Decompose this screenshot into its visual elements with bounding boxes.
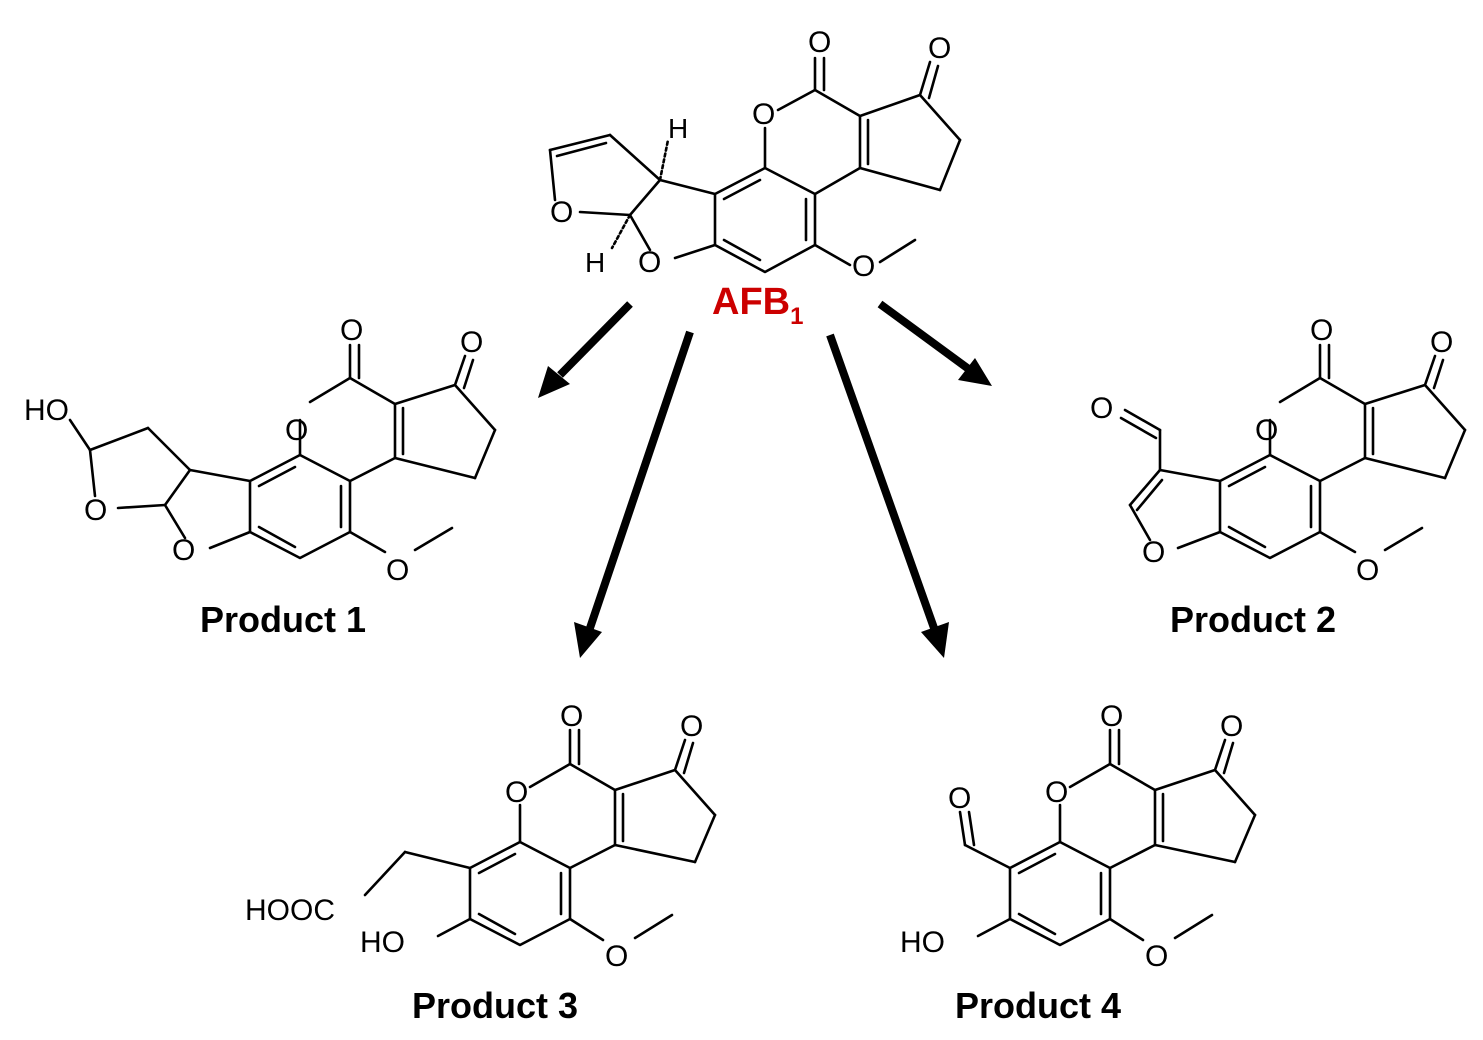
svg-text:O: O — [460, 326, 483, 359]
product-3-carboxylic-acid: HOOC — [245, 894, 335, 927]
product-3-hydroxy: HO — [360, 926, 405, 959]
arrow-to-product-2 — [877, 300, 973, 374]
afb1-furan-oxygen-1: O — [638, 246, 661, 279]
svg-text:O: O — [1220, 710, 1243, 743]
svg-text:O: O — [285, 414, 308, 447]
afb1-lactone-oxygen: O — [752, 98, 775, 131]
svg-text:O: O — [560, 700, 583, 733]
afb1-benzene-ring — [713, 166, 817, 274]
product-4-aldehyde-oxygen: O — [948, 782, 971, 815]
product-1-hydroxy: HO — [24, 394, 69, 427]
svg-text:O: O — [340, 314, 363, 347]
arrow-head-product-1 — [538, 366, 570, 398]
svg-text:O: O — [680, 710, 703, 743]
product-1-structure: O O O O O O HO — [24, 314, 497, 587]
svg-text:O: O — [1045, 776, 1068, 809]
arrow-to-product-3 — [586, 330, 694, 630]
product-3-structure: O O O O HOOC HO — [245, 700, 717, 973]
svg-text:O: O — [605, 940, 628, 973]
reaction-arrows — [538, 300, 992, 658]
product-2-aldehyde-oxygen: O — [1090, 392, 1113, 425]
svg-text:O: O — [1100, 700, 1123, 733]
svg-text:O: O — [1310, 314, 1333, 347]
svg-text:O: O — [1142, 536, 1165, 569]
svg-text:O: O — [172, 534, 195, 567]
svg-text:O: O — [1356, 554, 1379, 587]
afb1-hydrogen-bottom: H — [585, 247, 605, 278]
afb1-hydrogen-top: H — [668, 113, 688, 144]
svg-text:O: O — [84, 494, 107, 527]
afb1-methoxy-oxygen: O — [852, 250, 875, 283]
svg-text:O: O — [505, 776, 528, 809]
afb1-label: AFB1 — [712, 281, 803, 330]
afb1-structure: O O O O O O H H — [548, 26, 962, 283]
svg-text:O: O — [1255, 414, 1278, 447]
arrow-to-product-1 — [557, 301, 633, 378]
product-1-label: Product 1 — [200, 599, 366, 640]
svg-text:O: O — [1430, 326, 1453, 359]
afb1-carbonyl-oxygen-2: O — [928, 32, 951, 65]
afb1-furan-oxygen-2: O — [550, 196, 573, 229]
svg-text:O: O — [1145, 940, 1168, 973]
product-4-hydroxy: HO — [900, 926, 945, 959]
svg-text:O: O — [386, 554, 409, 587]
product-3-label: Product 3 — [412, 985, 578, 1026]
afb1-carbonyl-oxygen-1: O — [808, 26, 831, 59]
product-2-label: Product 2 — [1170, 599, 1336, 640]
arrow-to-product-4 — [826, 333, 938, 630]
product-4-label: Product 4 — [955, 985, 1121, 1026]
product-2-structure: O O O O O O — [1090, 314, 1467, 587]
arrow-head-product-4 — [921, 622, 949, 658]
arrow-head-product-2 — [958, 358, 992, 386]
arrow-head-product-3 — [574, 622, 602, 658]
product-4-structure: O O O O O HO — [900, 700, 1257, 973]
